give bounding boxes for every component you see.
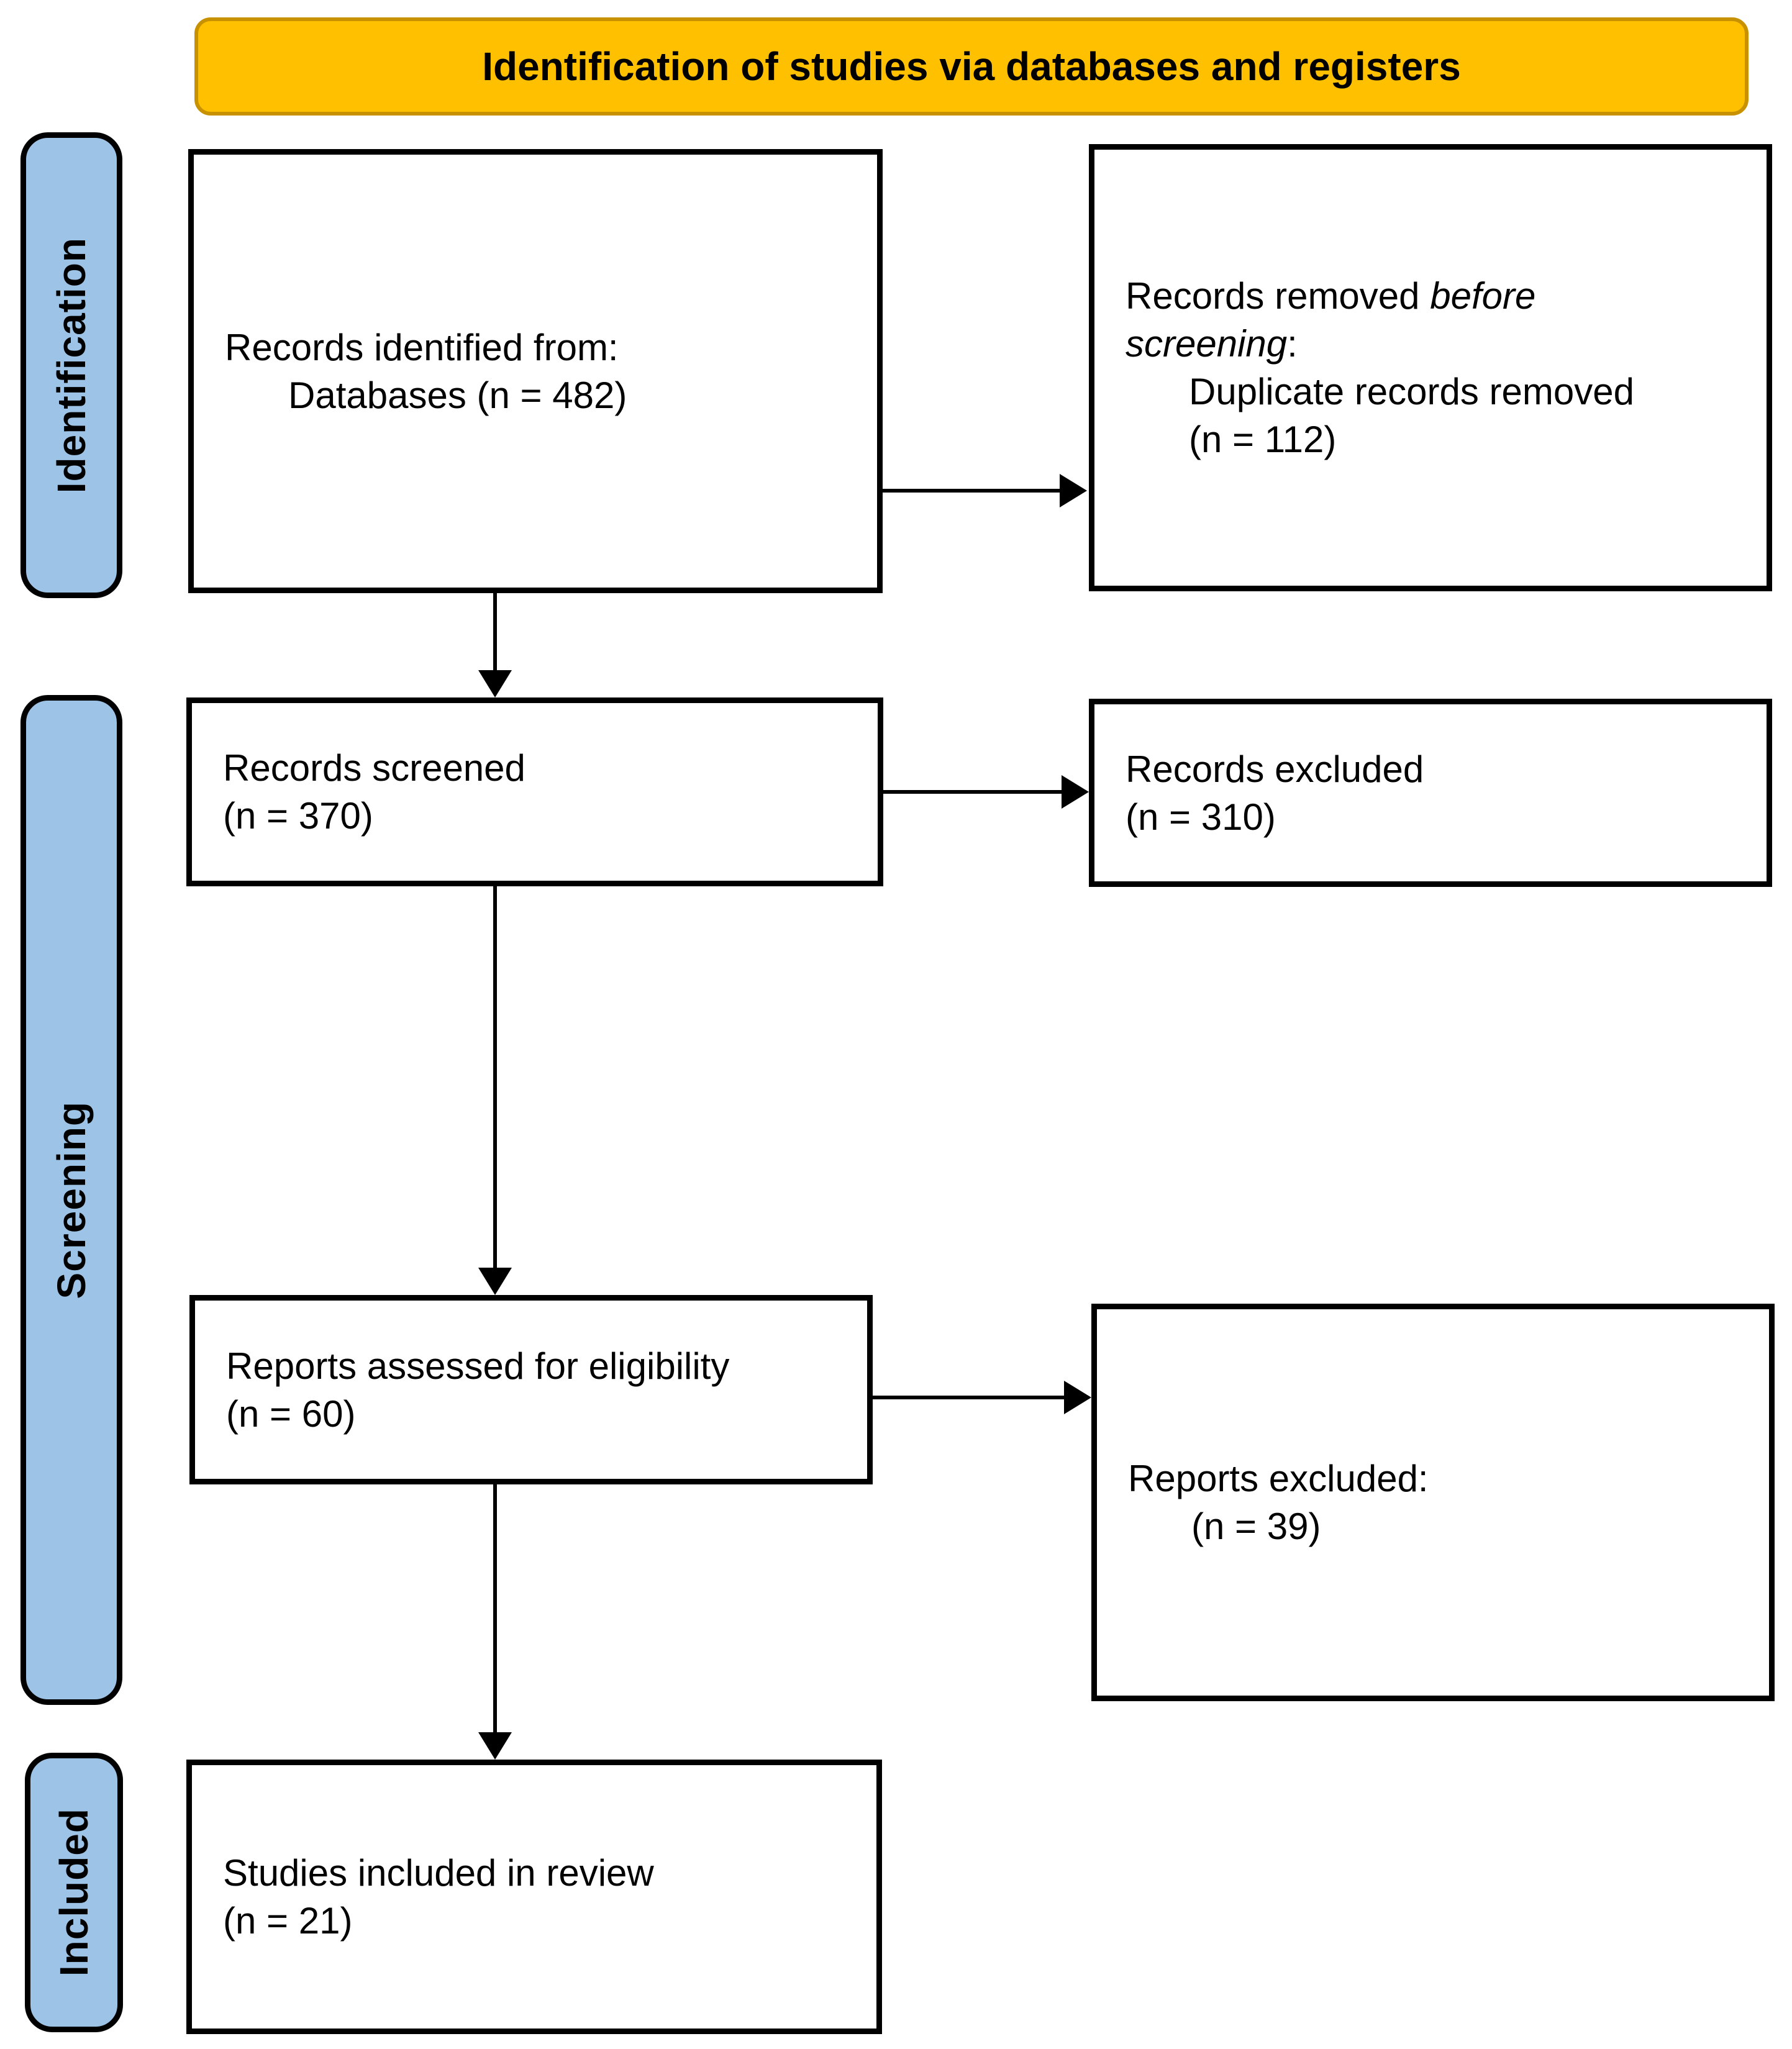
records-identified-line2: Databases (n = 482) xyxy=(288,374,627,416)
arrow-line-assessed-to-reports-excluded xyxy=(873,1396,1065,1399)
banner-title: Identification of studies via databases … xyxy=(482,44,1461,89)
records-removed-line2-italic: screening xyxy=(1126,323,1288,365)
arrowhead-assessed-to-reports-excluded xyxy=(1064,1381,1091,1414)
box-records-removed-before-screening: Records removed before screening: Duplic… xyxy=(1089,144,1772,591)
reports-assessed-line2: (n = 60) xyxy=(226,1393,356,1435)
stage-screening: Screening xyxy=(20,695,122,1705)
records-excluded-line2: (n = 310) xyxy=(1126,796,1276,838)
stage-screening-label: Screening xyxy=(49,1101,94,1299)
records-removed-line2-colon: : xyxy=(1287,323,1298,365)
arrowhead-screened-to-assessed xyxy=(478,1268,512,1295)
records-removed-line1-italic: before xyxy=(1430,275,1536,317)
records-removed-line3: Duplicate records removed xyxy=(1189,371,1634,412)
box-records-identified: Records identified from: Databases (n = … xyxy=(188,149,883,593)
stage-identification-label: Identification xyxy=(49,237,94,494)
arrowhead-identified-to-removed xyxy=(1060,474,1087,507)
records-screened-line2: (n = 370) xyxy=(223,795,373,837)
records-removed-line1-normal: Records removed xyxy=(1126,275,1430,317)
records-removed-line1: Records removed before xyxy=(1126,272,1735,320)
reports-excluded-line2: (n = 39) xyxy=(1191,1506,1321,1547)
box-studies-included: Studies included in review (n = 21) xyxy=(186,1760,882,2034)
arrow-line-screened-to-assessed xyxy=(493,886,497,1269)
records-removed-line2: screening: xyxy=(1126,320,1735,368)
reports-assessed-line1: Reports assessed for eligibility xyxy=(226,1345,730,1387)
box-records-screened: Records screened (n = 370) xyxy=(186,697,883,886)
arrow-line-identified-to-screened xyxy=(493,593,497,671)
records-identified-line1: Records identified from: xyxy=(225,326,619,368)
studies-included-line2: (n = 21) xyxy=(223,1900,353,1942)
records-excluded-line1: Records excluded xyxy=(1126,748,1424,790)
reports-excluded-line1: Reports excluded: xyxy=(1128,1458,1429,1499)
stage-included-label: Included xyxy=(52,1808,96,1977)
arrowhead-screened-to-excluded xyxy=(1062,775,1089,809)
box-reports-excluded: Reports excluded: (n = 39) xyxy=(1091,1304,1775,1701)
stage-included: Included xyxy=(25,1753,123,2032)
stage-identification: Identification xyxy=(20,132,122,598)
box-reports-assessed: Reports assessed for eligibility (n = 60… xyxy=(189,1295,873,1484)
arrowhead-assessed-to-included xyxy=(478,1732,512,1760)
records-removed-line4: (n = 112) xyxy=(1189,419,1337,460)
arrow-line-screened-to-excluded xyxy=(883,790,1063,794)
box-records-excluded: Records excluded (n = 310) xyxy=(1089,699,1772,887)
banner-identification-via-databases: Identification of studies via databases … xyxy=(194,17,1749,116)
studies-included-line1: Studies included in review xyxy=(223,1852,654,1894)
arrow-line-assessed-to-included xyxy=(493,1484,497,1733)
arrow-line-identified-to-removed xyxy=(883,489,1061,493)
arrowhead-identified-to-screened xyxy=(478,670,512,697)
records-screened-line1: Records screened xyxy=(223,747,525,789)
